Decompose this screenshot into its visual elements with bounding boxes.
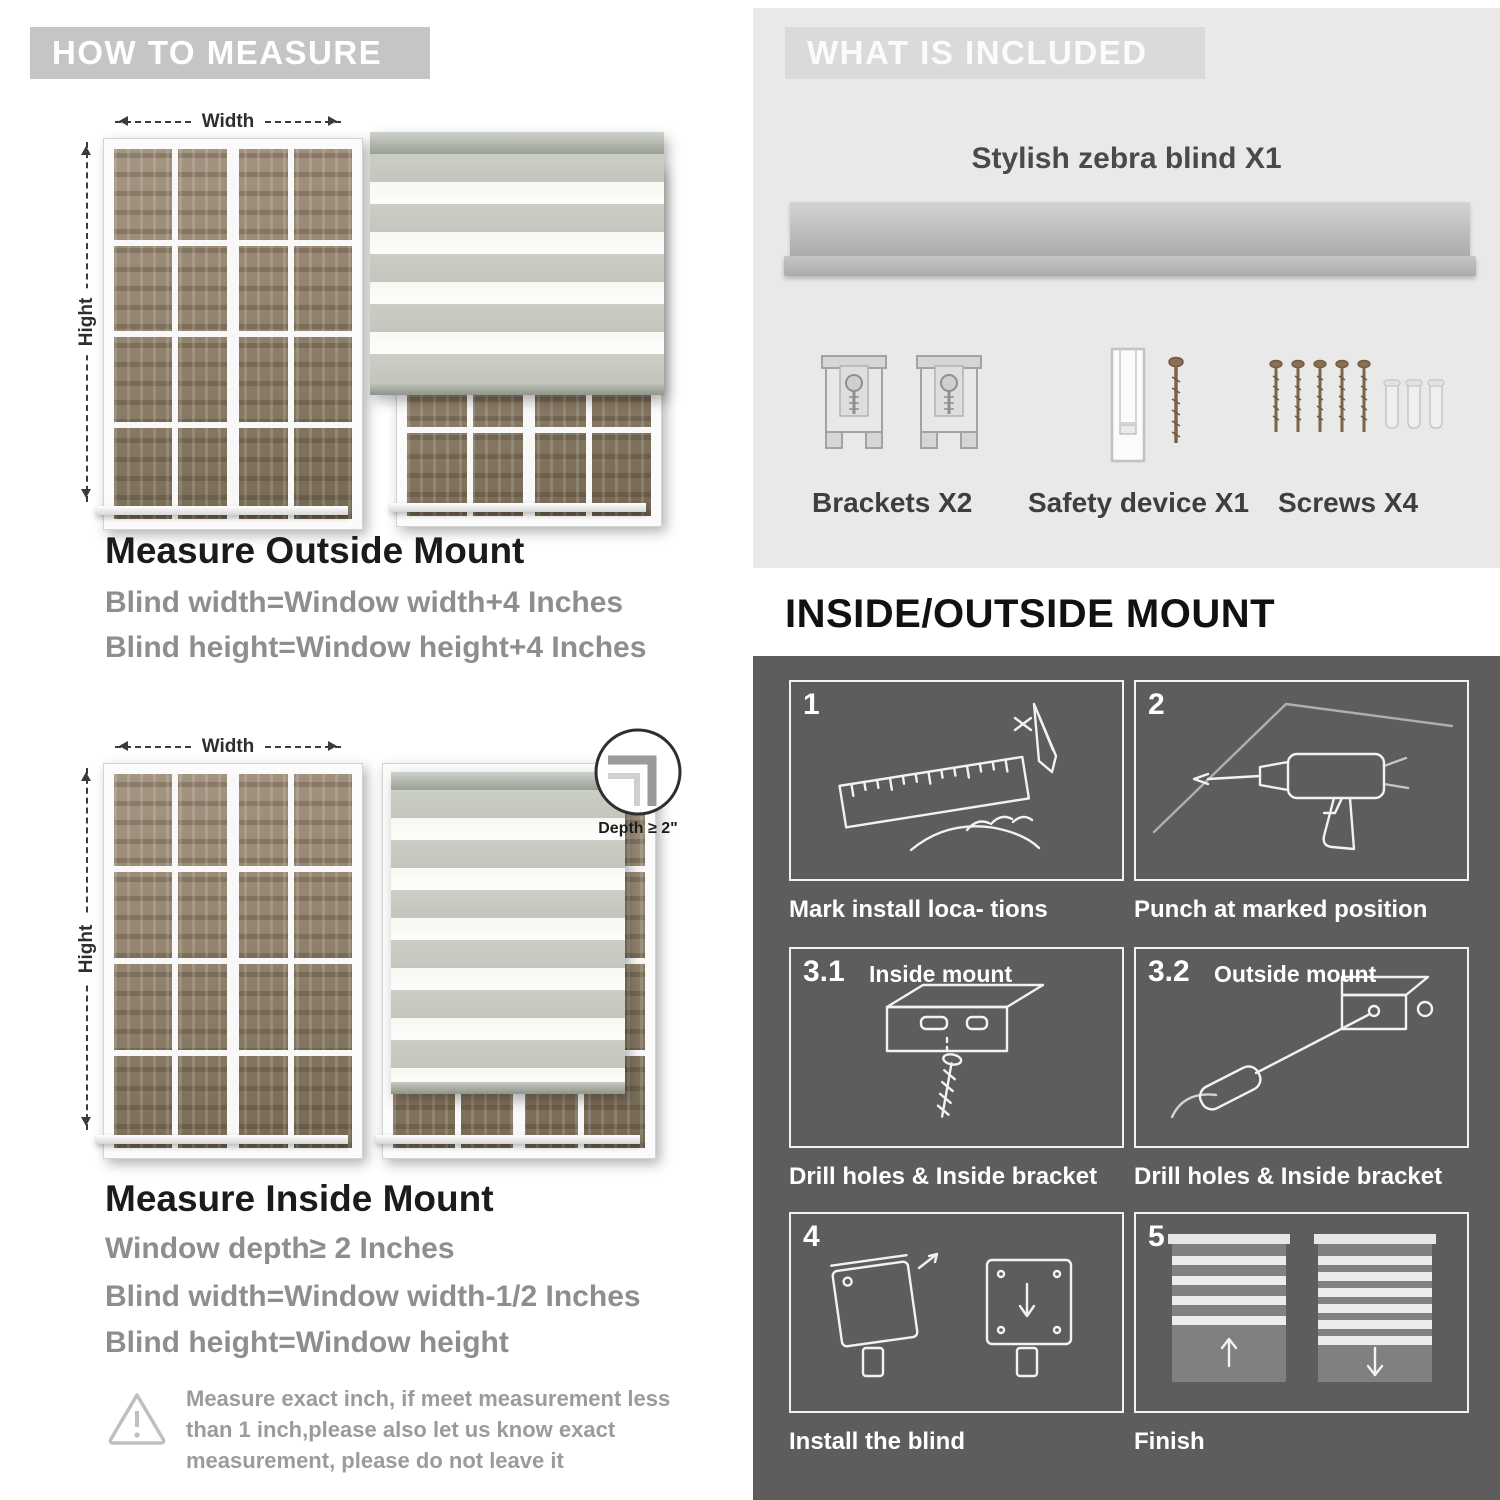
window-illustration-outside-left — [103, 138, 363, 530]
blind-headrail — [370, 132, 664, 154]
height-label-outside: Hight — [76, 288, 98, 356]
step-2: 2 Punch at marked position — [1134, 680, 1469, 924]
blind-headrail-lip — [784, 256, 1476, 276]
step-3-1-box: 3.1 Inside mount — [789, 947, 1124, 1148]
finished-blinds-icon — [1168, 1234, 1436, 1382]
step-2-box: 2 — [1134, 680, 1469, 881]
width-arrow-outside: Width — [115, 111, 341, 133]
step-4-box: 4 — [789, 1212, 1124, 1413]
inside-mount-line3: Blind height=Window height — [105, 1326, 509, 1359]
inside-mount-line1: Window depth≥ 2 Inches — [105, 1232, 455, 1265]
outside-mount-line2: Blind height=Window height+4 Inches — [105, 631, 647, 664]
step-number: 1 — [803, 688, 820, 721]
how-to-measure-header: HOW TO MEASURE — [30, 27, 430, 79]
step-caption: Mark install loca- tions — [789, 896, 1048, 923]
drill-icon — [1152, 702, 1454, 851]
step-4: 4 Install the blind — [789, 1212, 1124, 1456]
safety-device-icon — [1098, 343, 1208, 471]
height-arrow-outside: Hight — [76, 142, 98, 502]
screws-icon — [1262, 352, 1452, 470]
step-1: 1 Mark install loca- tions — [789, 680, 1124, 924]
window-sill — [376, 1135, 640, 1144]
blind-fabric — [391, 790, 625, 1082]
step-number: 2 — [1148, 688, 1165, 721]
safety-device-label: Safety device X1 — [1028, 487, 1250, 518]
what-is-included-header: WHAT IS INCLUDED — [785, 27, 1205, 79]
product-label: Stylish zebra blind X1 — [971, 142, 1282, 175]
window-glass — [114, 149, 352, 519]
step-3-2: 3.2 Outside mount Drill holes & Inside b… — [1134, 947, 1469, 1191]
brackets-label: Brackets X2 — [812, 487, 973, 518]
window-corner-zoom-icon — [594, 728, 682, 816]
warning-note: Measure exact inch, if meet measurement … — [186, 1386, 671, 1474]
window-glass — [114, 774, 352, 1148]
mount-guide-header: INSIDE/OUTSIDE MOUNT — [785, 592, 1276, 636]
width-label-inside: Width — [192, 736, 264, 758]
step-sublabel: Outside mount — [1214, 961, 1377, 987]
warning-triangle-icon — [104, 1388, 170, 1450]
blind-fabric — [370, 154, 664, 382]
step-3-2-box: 3.2 Outside mount — [1134, 947, 1469, 1148]
depth-callout-circle — [592, 726, 684, 818]
height-arrow-inside: Hight — [76, 768, 98, 1130]
step-caption: Install the blind — [789, 1428, 966, 1455]
step-caption: Finish — [1134, 1428, 1205, 1455]
brackets-icon — [816, 350, 986, 470]
step-sublabel: Inside mount — [869, 961, 1013, 987]
install-blind-icon — [830, 1252, 1073, 1378]
step-1-box: 1 — [789, 680, 1124, 881]
blind-headrail-product-image — [790, 202, 1470, 260]
zebra-blind-outside-mount — [370, 132, 664, 395]
window-illustration-inside-left — [103, 763, 363, 1159]
height-label-inside: Hight — [76, 915, 98, 983]
step-number: 3.1 — [803, 955, 845, 988]
window-sill — [390, 503, 646, 512]
step-caption: Drill holes & Inside bracket — [789, 1163, 1098, 1190]
outside-mount-title: Measure Outside Mount — [105, 530, 525, 571]
width-label-outside: Width — [192, 111, 264, 133]
width-arrow-inside: Width — [115, 736, 341, 758]
inside-bracket-screw-icon — [885, 983, 1045, 1118]
step-5-box: 5 — [1134, 1212, 1469, 1413]
blind-bottomrail — [391, 1082, 625, 1094]
step-caption: Drill holes & Inside bracket — [1134, 1163, 1443, 1190]
inside-mount-title: Measure Inside Mount — [105, 1178, 494, 1219]
blind-bottomrail — [370, 382, 664, 395]
window-sill — [96, 506, 348, 515]
step-5: 5 Finish — [1134, 1212, 1469, 1456]
depth-label: Depth ≥ 2" — [598, 820, 678, 837]
step-number: 4 — [803, 1220, 820, 1253]
outside-mount-line1: Blind width=Window width+4 Inches — [105, 586, 624, 619]
step-number: 3.2 — [1148, 955, 1190, 988]
step-number: 5 — [1148, 1220, 1165, 1253]
zebra-blind-inside-mount — [391, 772, 625, 1094]
blind-headrail — [391, 772, 625, 790]
outside-bracket-screwdriver-icon — [1170, 975, 1434, 1119]
screws-label: Screws X4 — [1278, 487, 1419, 518]
window-sill — [96, 1135, 348, 1144]
step-caption: Punch at marked position — [1134, 896, 1428, 923]
step-3-1: 3.1 Inside mount Drill holes & Inside br… — [789, 947, 1124, 1191]
included-panel-background — [753, 8, 1500, 568]
inside-mount-line2: Blind width=Window width-1/2 Inches — [105, 1280, 641, 1313]
ruler-pencil-icon — [838, 702, 1058, 852]
